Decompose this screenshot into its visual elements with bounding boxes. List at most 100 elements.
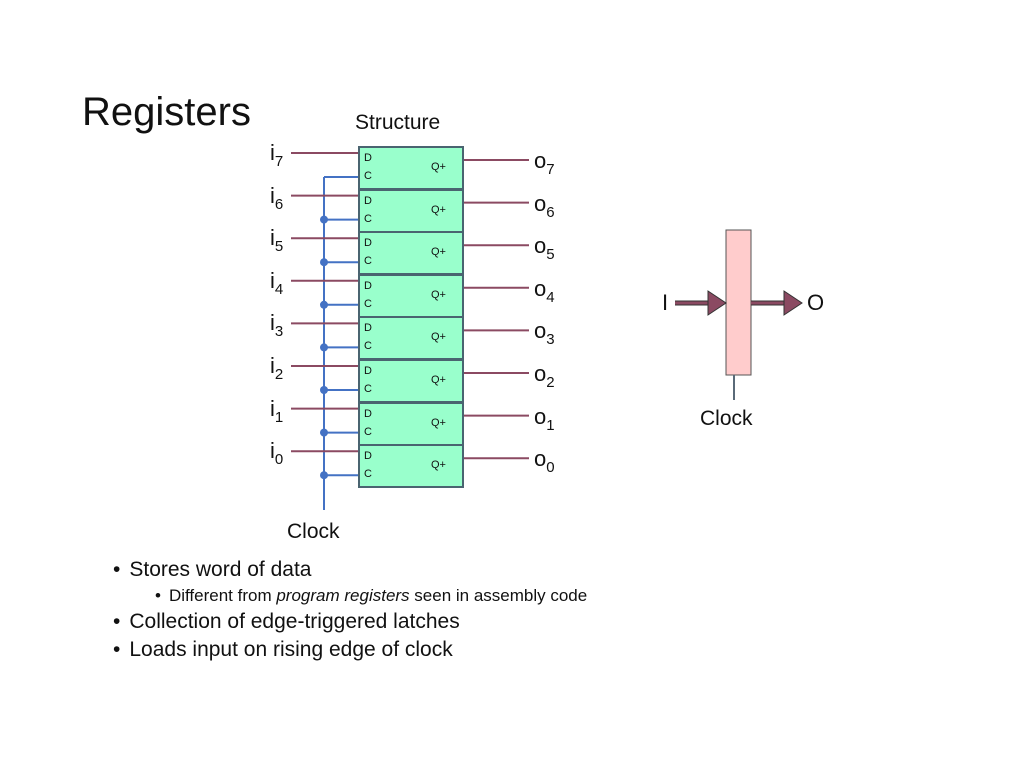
q-pin-label: Q+ xyxy=(431,374,446,386)
diagram-subtitle: Structure xyxy=(355,111,441,134)
output-label-base: o xyxy=(534,148,547,173)
output-label-base: o xyxy=(534,318,547,344)
input-label: i1 xyxy=(270,396,283,426)
output-label: o2 xyxy=(534,361,555,391)
input-label-sub: 0 xyxy=(274,451,284,469)
q-pin-label: Q+ xyxy=(431,246,446,259)
output-label-base: o xyxy=(534,403,547,429)
bullet-item: Loads input on rising edge of clock xyxy=(113,638,587,662)
output-label-base: o xyxy=(534,233,547,259)
d-pin-label: D xyxy=(364,322,372,335)
output-label-base: o xyxy=(534,446,547,472)
junction-dot xyxy=(320,386,328,394)
c-pin-label: C xyxy=(364,212,372,225)
q-pin-label: Q+ xyxy=(431,161,446,173)
bullet-subitem: Different from program registers seen in… xyxy=(155,586,587,606)
input-label: i2 xyxy=(270,353,283,383)
symbol-input-label: I xyxy=(662,290,669,315)
input-label-sub: 5 xyxy=(274,238,284,256)
d-pin-label: D xyxy=(364,237,372,250)
input-label-sub: 6 xyxy=(274,195,284,213)
input-label: i7 xyxy=(270,140,283,170)
bullet-text: Different from xyxy=(168,586,277,605)
q-pin-label: Q+ xyxy=(431,203,446,216)
bullet-item: Collection of edge-triggered latches xyxy=(113,610,587,634)
q-pin-label: Q+ xyxy=(431,416,446,429)
input-label: i3 xyxy=(270,310,283,340)
output-label-base: o xyxy=(534,275,547,301)
output-label: o7 xyxy=(534,148,555,178)
d-pin-label: D xyxy=(364,279,372,292)
junction-dot xyxy=(320,343,328,352)
output-label-base: o xyxy=(534,190,547,216)
junction-dot xyxy=(320,215,328,224)
input-label-sub: 2 xyxy=(274,366,284,383)
output-label-sub: 7 xyxy=(546,161,555,178)
junction-dot xyxy=(320,258,328,267)
input-label: i5 xyxy=(270,225,283,255)
input-arrow-icon xyxy=(675,290,727,316)
input-label-base: i xyxy=(270,140,275,165)
input-label-base: i xyxy=(270,267,275,293)
symbol-output-label: O xyxy=(807,290,825,315)
output-label: o3 xyxy=(534,318,555,348)
input-label-base: i xyxy=(270,438,275,464)
output-label: o6 xyxy=(534,191,555,221)
output-label: o1 xyxy=(534,404,555,434)
output-label-sub: 0 xyxy=(546,459,555,477)
junction-dot xyxy=(320,428,328,437)
c-pin-label: C xyxy=(364,297,372,310)
c-pin-label: C xyxy=(364,340,372,353)
d-pin-label: D xyxy=(364,152,372,164)
c-pin-label: C xyxy=(364,383,372,395)
input-label-base: i xyxy=(270,353,275,378)
input-label-base: i xyxy=(270,310,275,336)
output-arrow-icon xyxy=(751,290,803,316)
register-symbol-box xyxy=(725,229,752,376)
output-label-sub: 5 xyxy=(546,246,555,264)
junction-dot xyxy=(320,300,328,309)
input-label-sub: 1 xyxy=(274,408,284,426)
c-pin-label: C xyxy=(364,170,372,182)
input-label-sub: 3 xyxy=(274,323,284,341)
symbol-clock-label: Clock xyxy=(700,407,753,430)
bullet-emphasis: program registers xyxy=(276,586,410,605)
d-pin-label: D xyxy=(364,450,372,463)
d-pin-label: D xyxy=(364,365,372,377)
input-label-sub: 7 xyxy=(274,153,284,170)
output-label: o4 xyxy=(534,276,555,306)
output-label-sub: 6 xyxy=(546,203,555,221)
output-label-sub: 1 xyxy=(546,416,555,434)
c-pin-label: C xyxy=(364,425,372,438)
c-pin-label: C xyxy=(364,468,372,481)
q-pin-label: Q+ xyxy=(431,288,446,301)
output-label-sub: 4 xyxy=(546,288,555,306)
q-pin-label: Q+ xyxy=(431,331,446,344)
clock-label: Clock xyxy=(287,520,340,543)
output-label-base: o xyxy=(534,361,547,386)
input-label: i6 xyxy=(270,183,283,213)
q-pin-label: Q+ xyxy=(431,459,446,472)
input-label-sub: 4 xyxy=(274,280,284,298)
output-label: o5 xyxy=(534,233,555,263)
input-label: i0 xyxy=(270,438,283,468)
input-label-base: i xyxy=(270,225,275,251)
output-label-sub: 2 xyxy=(546,374,555,391)
bullet-list: Stores word of data Different from progr… xyxy=(113,558,587,666)
slide-title: Registers xyxy=(82,90,251,134)
input-label: i4 xyxy=(270,268,283,298)
d-pin-label: D xyxy=(364,194,372,207)
d-pin-label: D xyxy=(364,407,372,420)
c-pin-label: C xyxy=(364,255,372,268)
output-label-sub: 3 xyxy=(546,331,555,349)
bullet-item: Stores word of data xyxy=(113,558,587,582)
junction-dot xyxy=(320,471,328,480)
